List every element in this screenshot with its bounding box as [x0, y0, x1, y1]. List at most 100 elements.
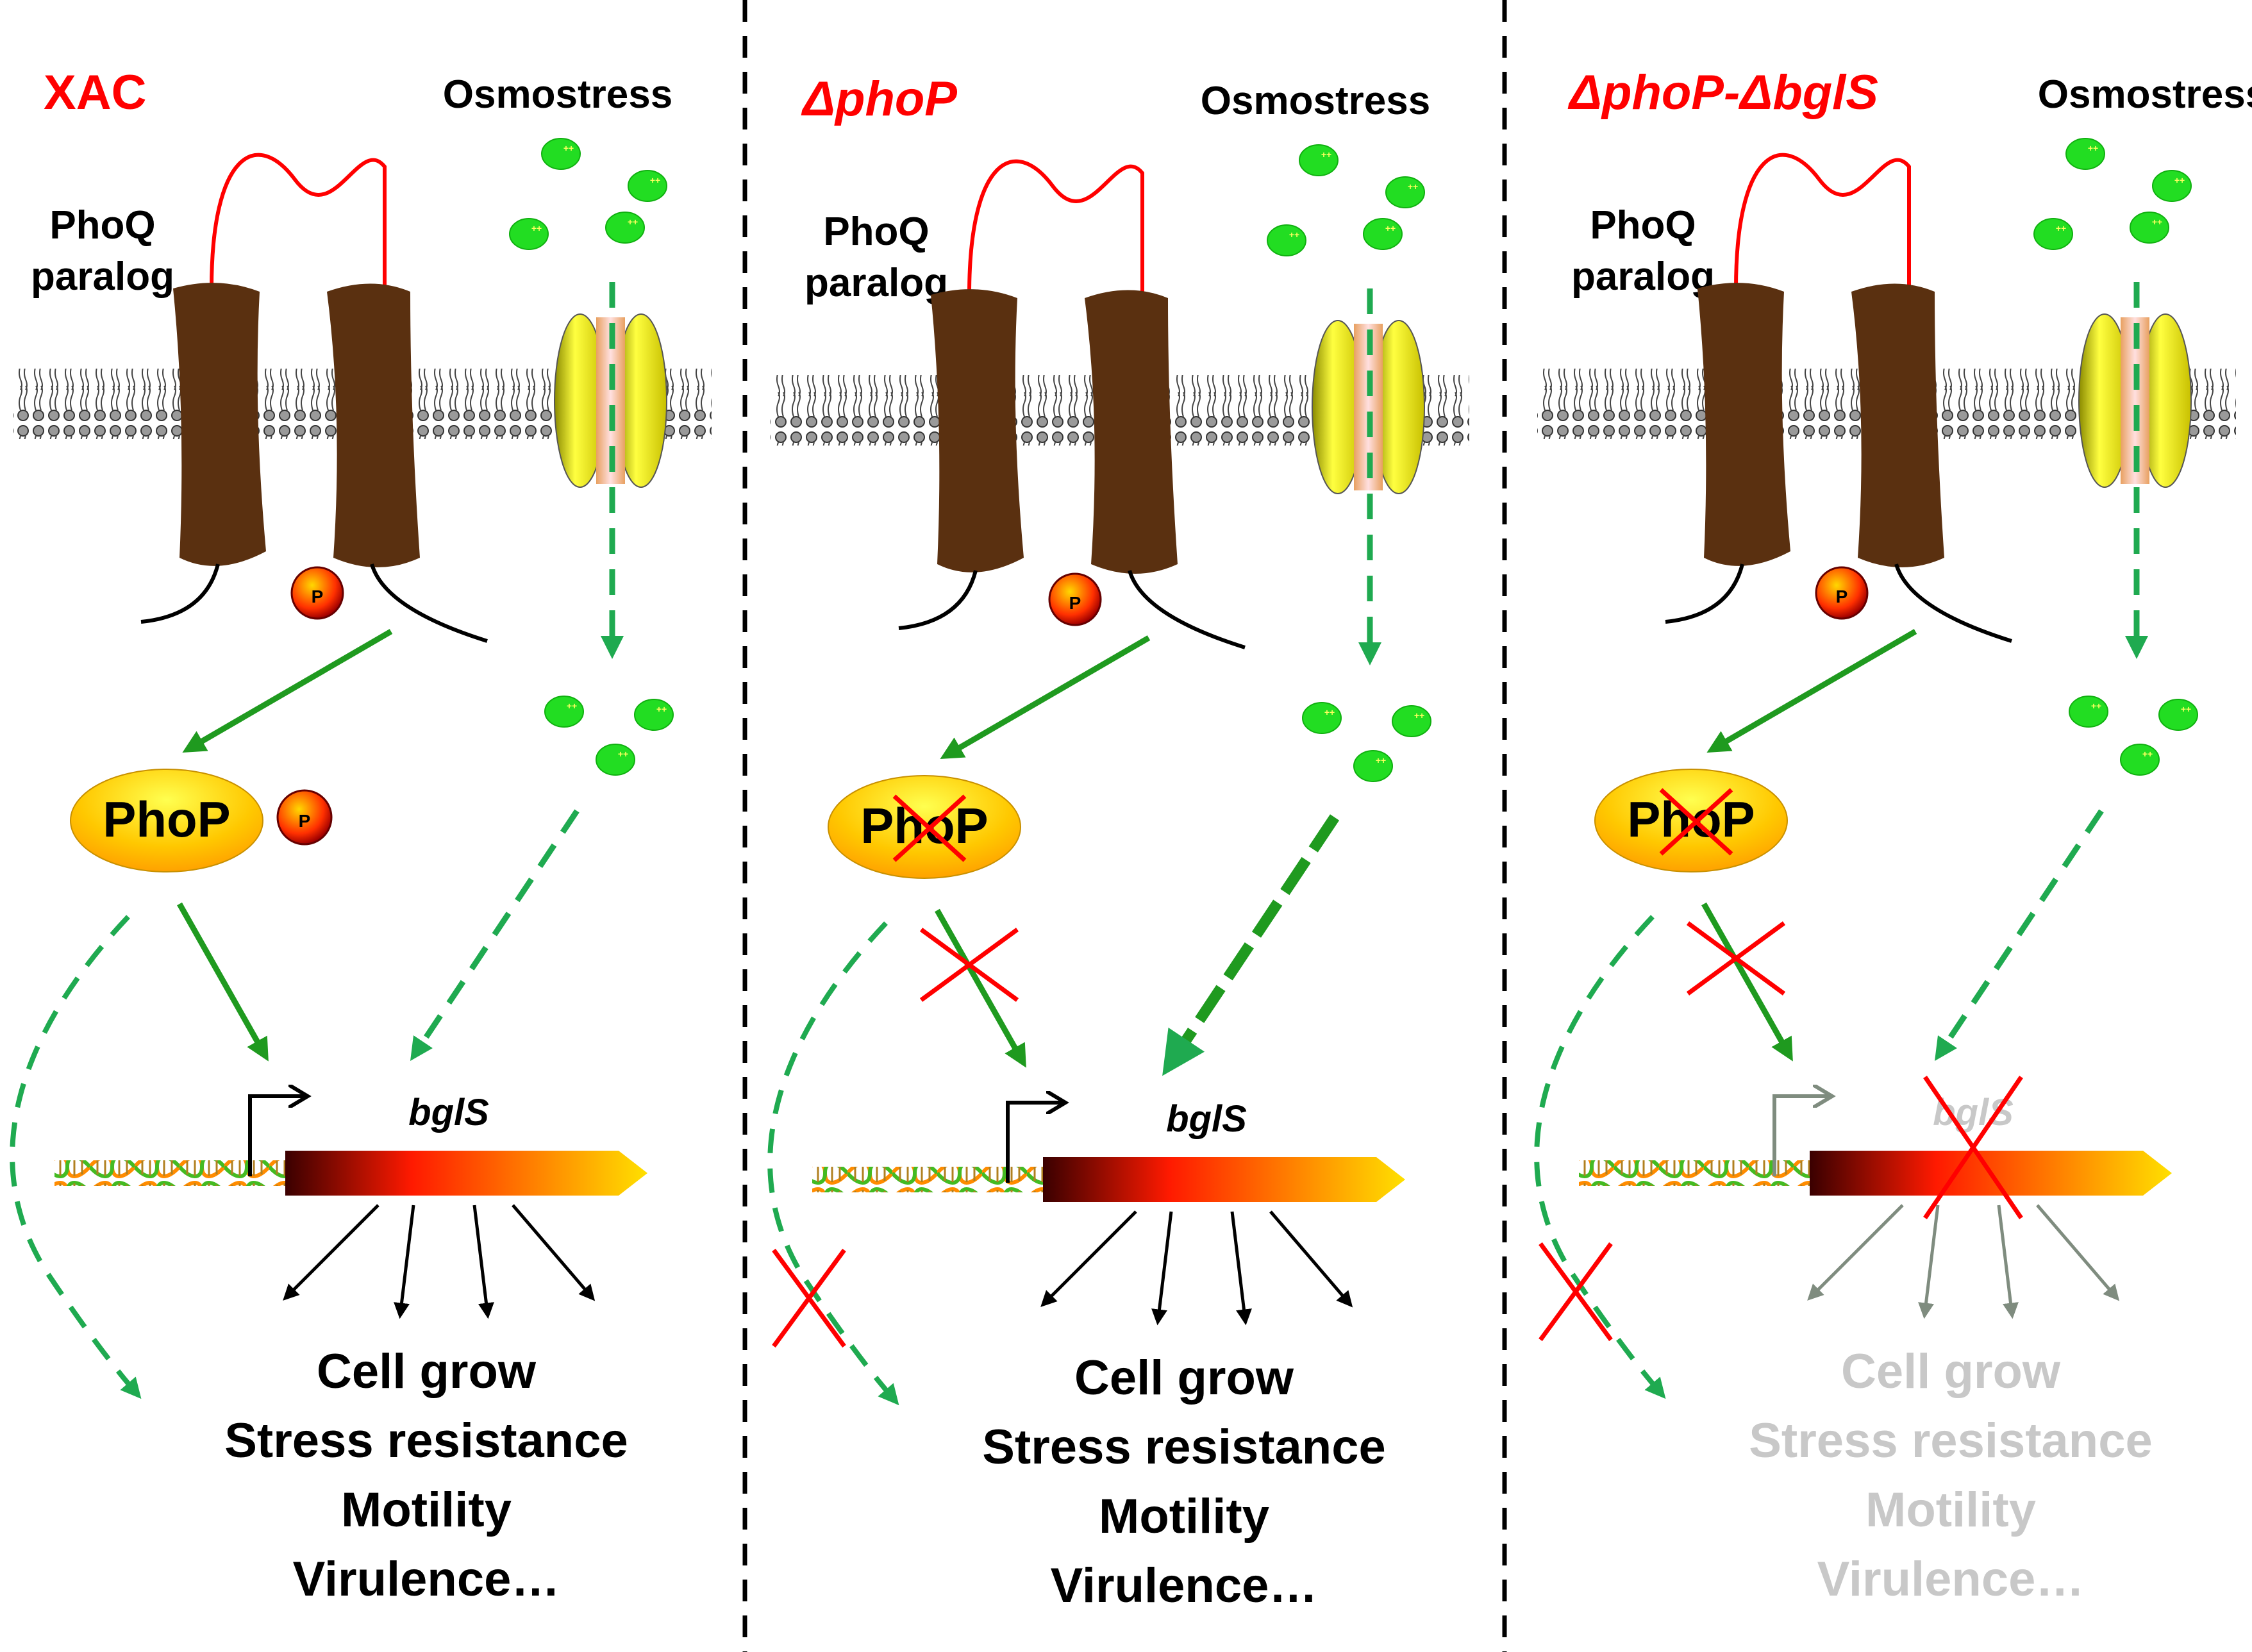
ion-shape — [1267, 224, 1306, 256]
stress-label: Osmostress — [1201, 79, 1430, 123]
phosphate-icon — [276, 789, 333, 846]
receptor-label: paralog — [31, 254, 174, 299]
ion: ++ — [1299, 144, 1339, 176]
deletion-cross — [892, 794, 967, 862]
ion: ++ — [605, 212, 645, 244]
effect-arrow — [1040, 1210, 1137, 1307]
phenotype-label: Motility — [1099, 1489, 1269, 1544]
effect-arrow — [1269, 1210, 1353, 1308]
phop-protein — [1594, 769, 1788, 872]
ion-shape — [1385, 176, 1425, 208]
ion-charge: ++ — [567, 701, 577, 711]
receptor-label: PhoQ — [49, 203, 155, 247]
ion-charge: ++ — [2152, 217, 2162, 227]
ion-charge: ++ — [1385, 223, 1396, 233]
independent-path-arrow — [767, 921, 899, 1406]
phenotype-label: Virulence… — [293, 1552, 560, 1606]
ion: ++ — [2065, 138, 2105, 170]
ion-shape — [605, 212, 645, 244]
promoter-arrow — [1006, 1103, 1065, 1183]
dna-helix — [812, 1167, 1043, 1192]
ion: ++ — [634, 699, 674, 731]
ion-shape — [1302, 702, 1342, 734]
ion: ++ — [2069, 696, 2108, 728]
ion-charge: ++ — [1408, 181, 1418, 192]
phop-protein — [828, 775, 1021, 879]
panel-title: ΔphoP — [801, 72, 957, 126]
ion-charge: ++ — [2181, 704, 2191, 714]
ion: ++ — [541, 138, 581, 170]
receptor-tail — [140, 563, 220, 624]
ion: ++ — [1385, 176, 1425, 208]
ion-charge: ++ — [1376, 755, 1386, 765]
stress-label: Osmostress — [443, 72, 672, 117]
ion: ++ — [596, 744, 635, 776]
ion-charge: ++ — [1324, 707, 1335, 717]
ion-charge: ++ — [2056, 223, 2066, 233]
phop-label: PhoP — [103, 791, 230, 847]
deletion-cross — [1686, 921, 1786, 996]
ion-charge: ++ — [618, 749, 628, 759]
bgls-gene — [1043, 1157, 1405, 1202]
gene-label: bglS — [408, 1092, 489, 1133]
receptor-label: PhoQ — [823, 210, 929, 254]
phenotype-label: Motility — [1865, 1483, 2036, 1537]
effect-arrow — [1807, 1204, 1904, 1301]
phosphate-label: P — [1069, 593, 1081, 613]
ion-shape — [1363, 218, 1403, 250]
ion: ++ — [1267, 224, 1306, 256]
effect-arrow — [1918, 1205, 1940, 1319]
receptor-label: PhoQ — [1590, 203, 1696, 247]
phenotype-label: Virulence… — [1817, 1552, 2085, 1606]
ion-charge: ++ — [656, 704, 667, 714]
receptor-periplasmic-loop — [1734, 153, 1911, 289]
ion-shape — [509, 218, 549, 250]
panel-title: ΔphoP-ΔbglS — [1567, 65, 1878, 120]
receptor-tm-domain — [1085, 290, 1178, 574]
ion-shape — [628, 170, 667, 202]
independent-path-arrow — [10, 915, 142, 1399]
phenotype-label: Stress resistance — [224, 1414, 628, 1468]
receptor-periplasmic-loop — [210, 153, 387, 289]
effect-arrow — [1230, 1211, 1252, 1326]
ion: ++ — [544, 696, 584, 728]
bgls-gene — [285, 1151, 647, 1196]
receptor-tail — [898, 570, 978, 630]
ion-shape — [544, 696, 584, 728]
ion-charge: ++ — [1289, 229, 1299, 240]
effect-arrow — [512, 1204, 596, 1301]
ion: ++ — [628, 170, 667, 202]
phenotype-label: Virulence… — [1051, 1558, 1318, 1613]
ion-charge: ++ — [2088, 143, 2098, 153]
deletion-cross — [919, 928, 1019, 1002]
receptor-label: paralog — [1571, 254, 1715, 299]
receptor-label: paralog — [805, 261, 948, 305]
phenotype-label: Cell grow — [317, 1344, 537, 1399]
ion: ++ — [2033, 218, 2073, 250]
ion-shape — [1392, 705, 1431, 737]
ion-shape — [1299, 144, 1339, 176]
receptor-tail — [1894, 563, 2012, 643]
deletion-cross — [1539, 1242, 1613, 1342]
ion: ++ — [2152, 170, 2192, 202]
promoter-arrow — [1772, 1096, 1832, 1176]
phenotype-label: Motility — [341, 1483, 512, 1537]
receptor-tail — [1128, 570, 1246, 649]
receptor-tm-domain — [173, 283, 266, 566]
effect-arrow — [283, 1204, 380, 1301]
ion-shape — [2065, 138, 2105, 170]
ion-charge: ++ — [2091, 701, 2101, 711]
ion-charge: ++ — [563, 143, 574, 153]
phenotype-label: Stress resistance — [1749, 1414, 2153, 1468]
promoter-arrow — [248, 1096, 308, 1176]
effect-arrow — [1997, 1205, 2019, 1319]
ion: ++ — [509, 218, 549, 250]
dna-helix — [54, 1160, 285, 1186]
ion-shape — [2152, 170, 2192, 202]
ion: ++ — [1392, 705, 1431, 737]
phenotype-label: Cell grow — [1841, 1344, 2061, 1399]
ion: ++ — [2120, 744, 2160, 776]
phosphotransfer-arrow — [1706, 629, 1917, 753]
